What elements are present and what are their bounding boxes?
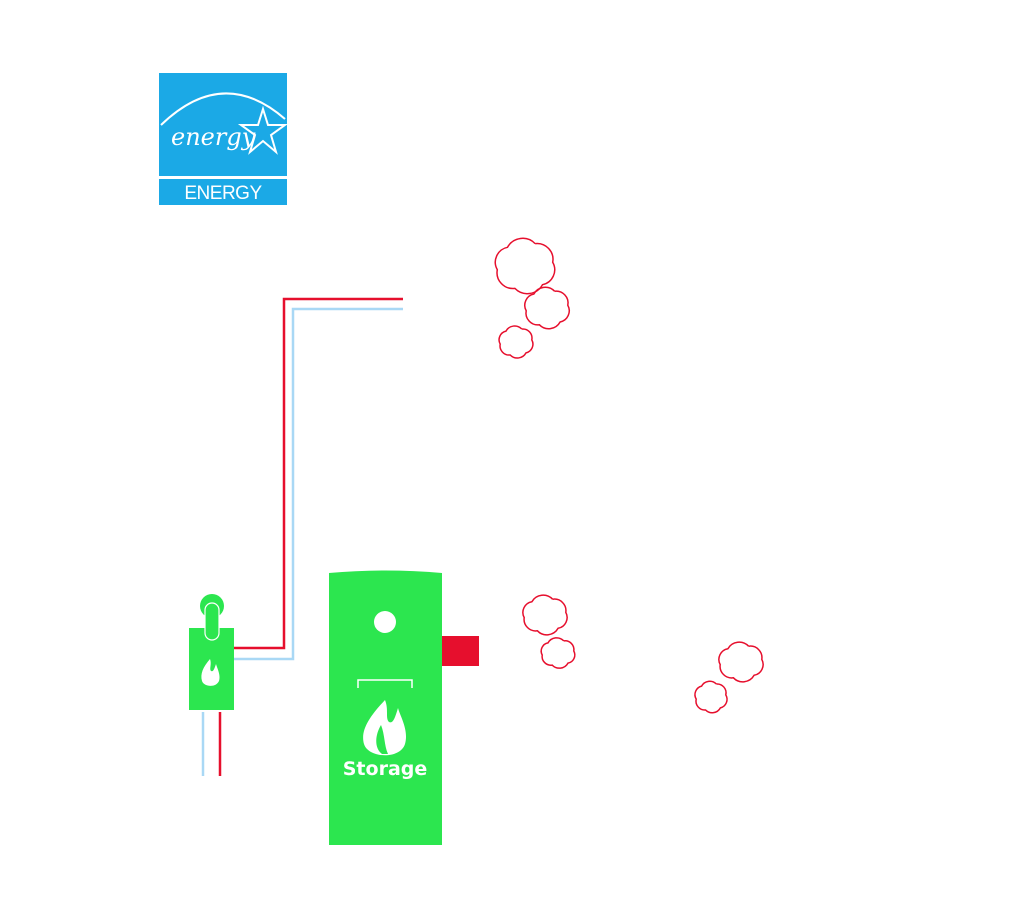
logo-label: ENERGY STAR [159,176,287,233]
storage-tank [329,570,479,845]
tankless-heater [189,594,234,710]
flame-icon [201,659,220,686]
energy-star-logo: energy ENERGY STAR [159,73,287,233]
energy-star-emblem-icon: energy [160,92,287,155]
cold-water-pipe-top [234,307,403,661]
svg-text:energy: energy [171,123,256,151]
steam-puff-icon [498,325,534,359]
hot-water-pipe-top [234,297,403,650]
steam-puff-icon [694,680,728,714]
steam-puff-icon [718,641,764,683]
steam-puffs [494,237,764,714]
storage-label: Storage [342,758,428,780]
flame-icon [363,700,407,756]
steam-puff-icon [522,594,568,636]
steam-puff-icon [524,286,570,330]
hot-outlet [442,636,479,666]
steam-puff-icon [540,637,576,669]
steam-puff-icon [494,237,556,295]
